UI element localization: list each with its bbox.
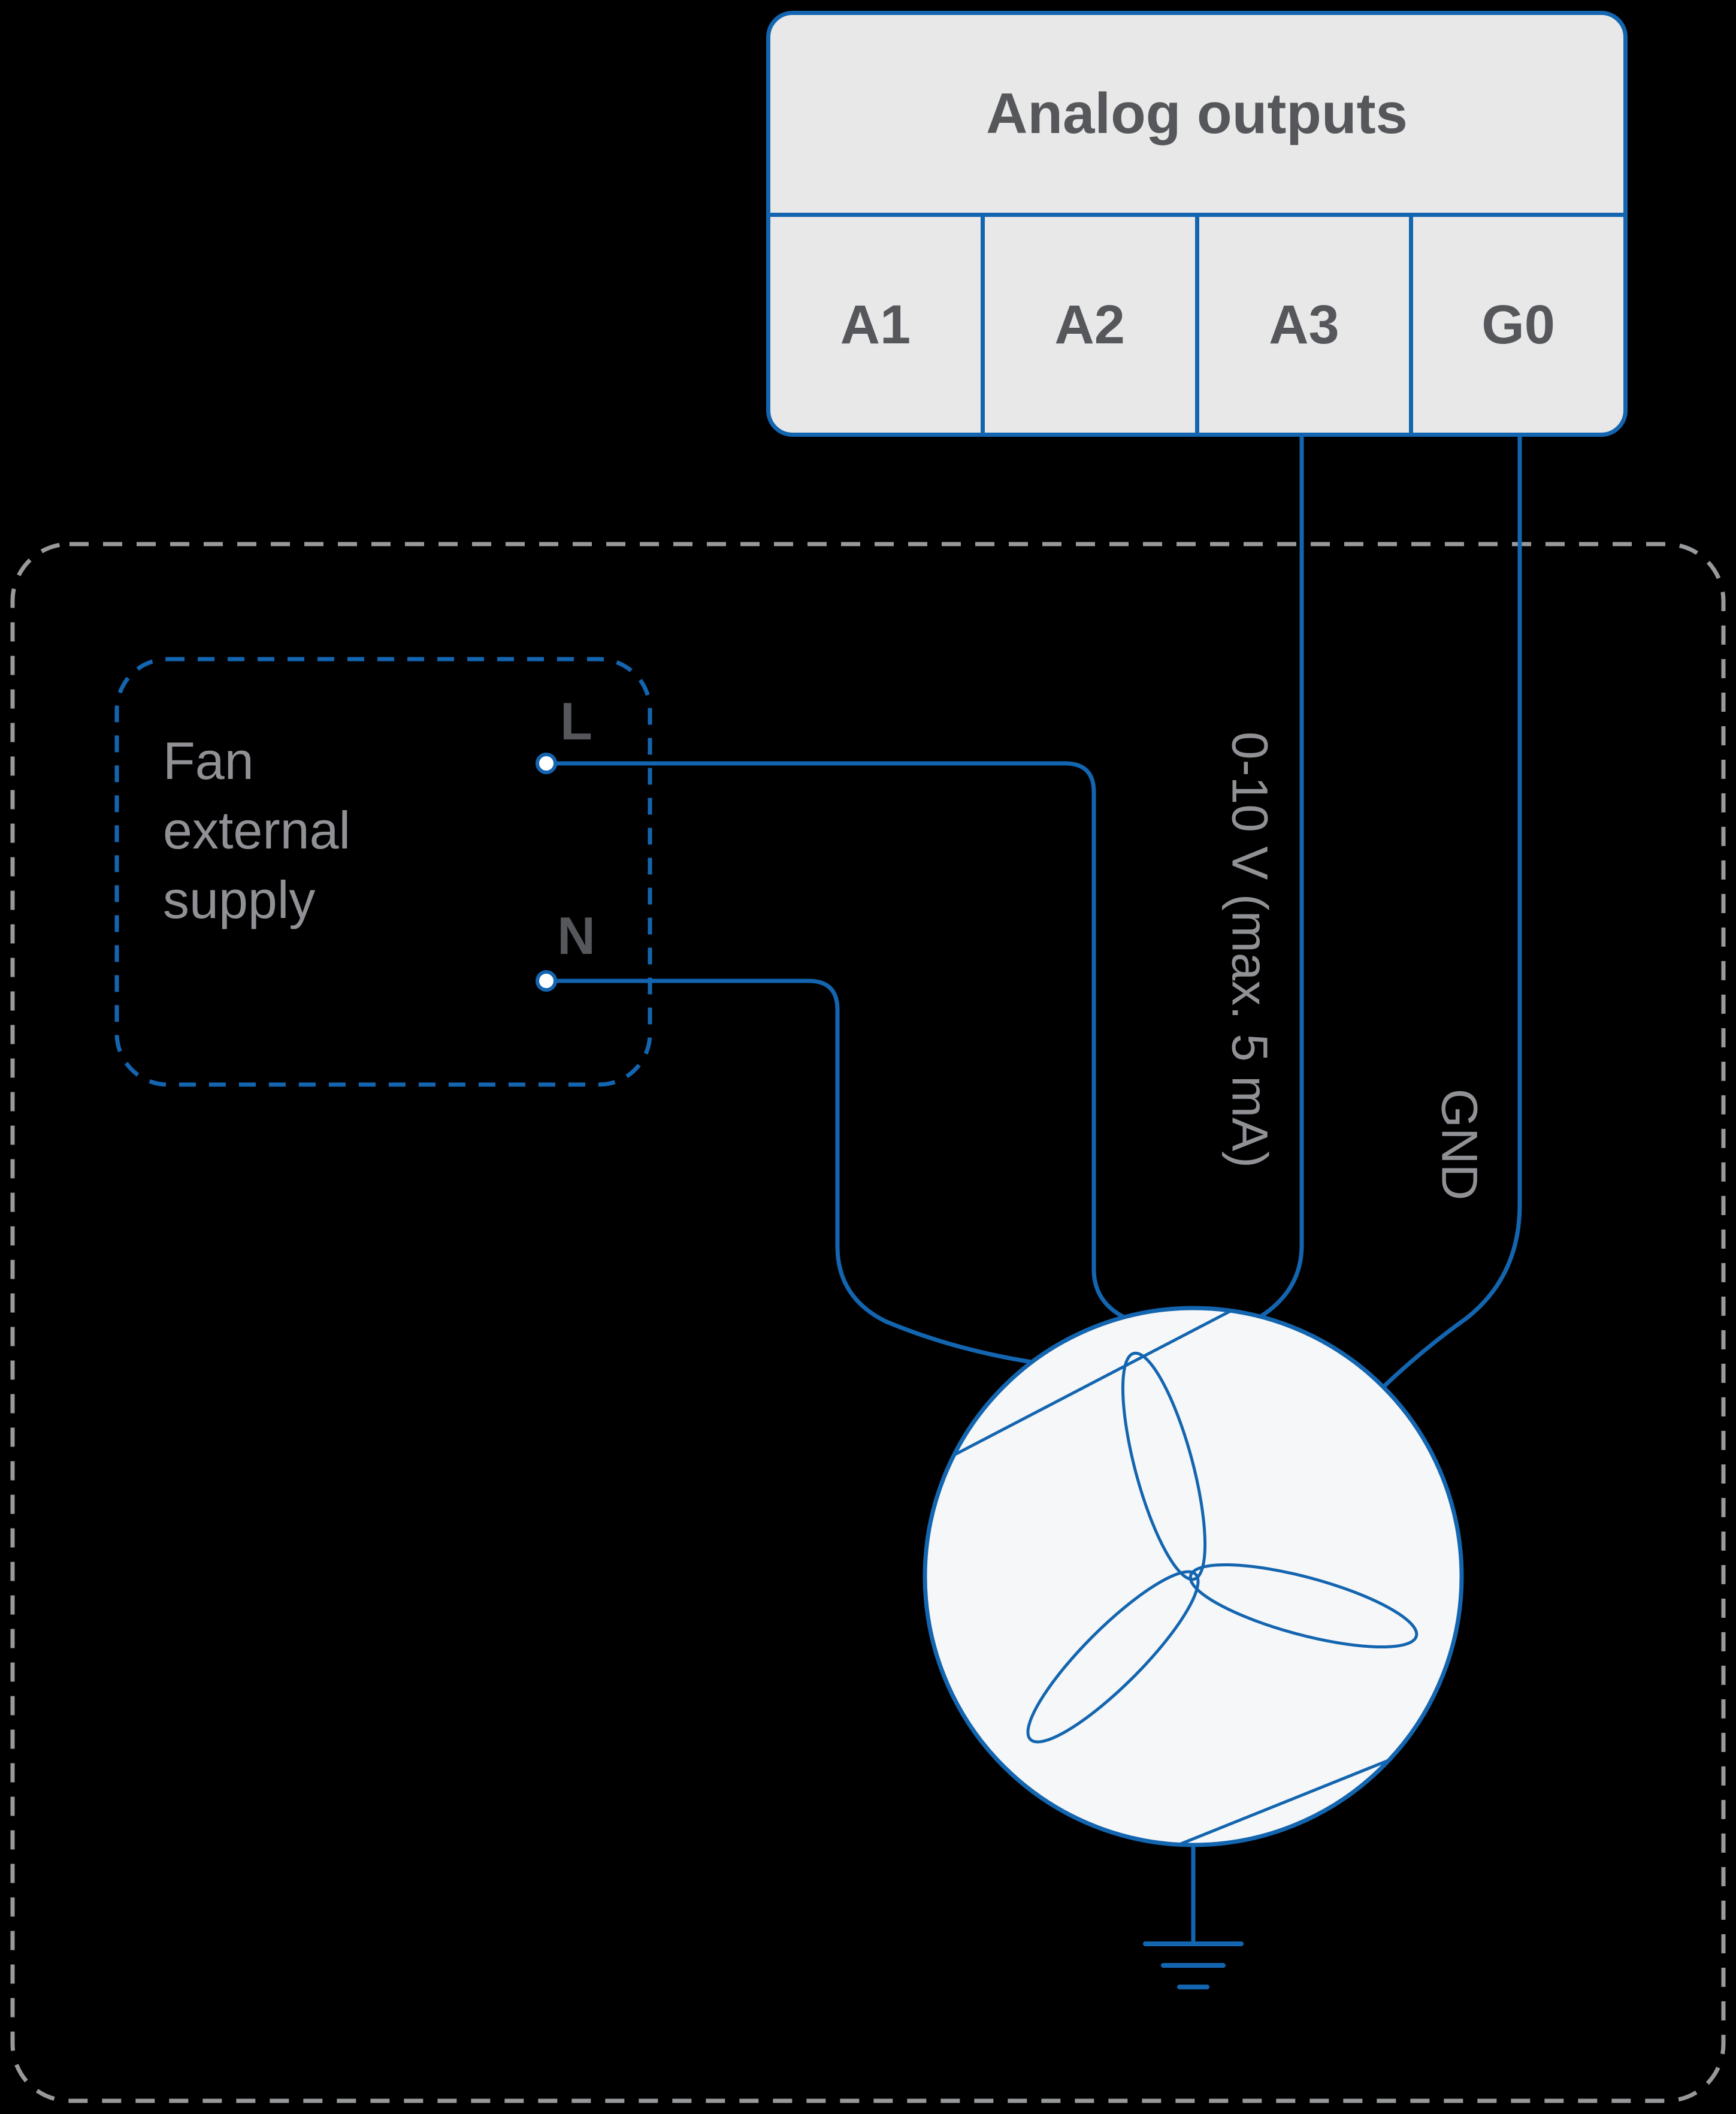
fan-icon [923,1306,1464,1847]
n-pin-label: N [557,906,595,965]
n-terminal-dot [536,970,557,992]
analog-outputs-title: Analog outputs [770,15,1623,217]
analog-outputs-block: Analog outputs A1 A2 A3 G0 [766,11,1628,437]
n-wire [554,979,1034,1364]
a3-wire-label: 0-10 V (max. 5 mA) [1221,731,1278,1168]
terminal-a2: A2 [980,217,1195,433]
terminal-a3: A3 [1194,217,1410,433]
fan-blade-left [1026,1570,1200,1744]
terminal-a1: A1 [840,294,911,355]
fan-blade-top [1121,1351,1207,1581]
l-wire [554,761,1126,1319]
fan-external-supply-label: Fan external supply [163,731,351,930]
terminal-row: A1 A2 A3 G0 [770,217,1623,433]
ground-icon [1143,1843,1244,1989]
fan-chord-top-left [953,1309,1232,1457]
l-terminal-dot [536,753,557,774]
g0-wire-label: GND [1431,1088,1488,1201]
g0-wire [1381,434,1522,1389]
fan-supply-dashed-border [114,657,652,1087]
fan-chord-bottom-right [1179,1758,1390,1846]
a3-wire [1259,434,1304,1318]
l-pin-label: L [560,691,592,751]
terminal-g0: G0 [1409,217,1623,433]
fan-blade-right [1188,1563,1419,1649]
